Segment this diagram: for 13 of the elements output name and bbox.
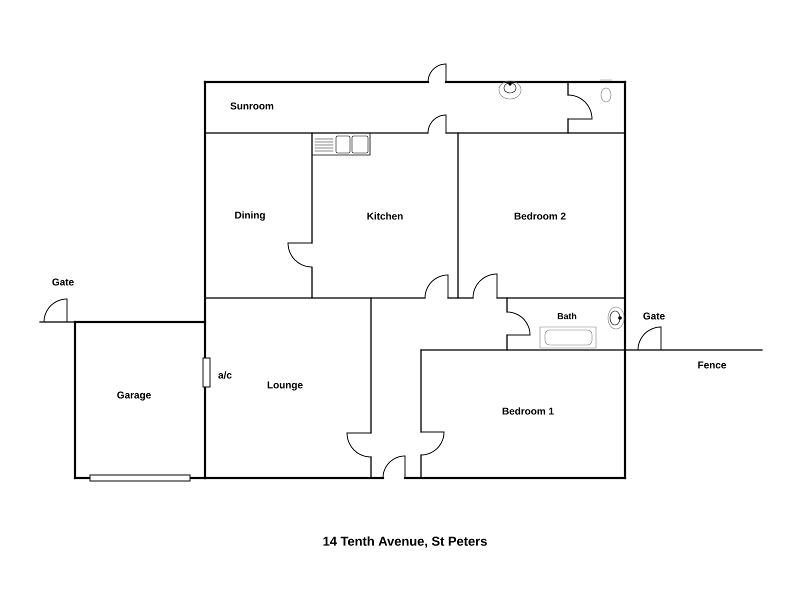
room-label: Garage <box>117 391 151 401</box>
room-label: Bath <box>558 312 576 320</box>
room-label: Bedroom 1 <box>502 407 554 415</box>
room-label: Bedroom 2 <box>514 212 566 220</box>
room-label: Lounge <box>268 382 303 390</box>
room-label: Kitchen <box>367 212 403 220</box>
ac-label: a/c <box>218 371 232 379</box>
gate-label: Gate <box>643 312 665 320</box>
room-label: Dining <box>235 211 265 221</box>
fence-label: Fence <box>698 362 726 368</box>
room-label: Sunroom <box>230 102 274 110</box>
gate-label: Gate <box>52 278 74 286</box>
caption: 14 Tenth Avenue, St Peters <box>323 536 487 548</box>
